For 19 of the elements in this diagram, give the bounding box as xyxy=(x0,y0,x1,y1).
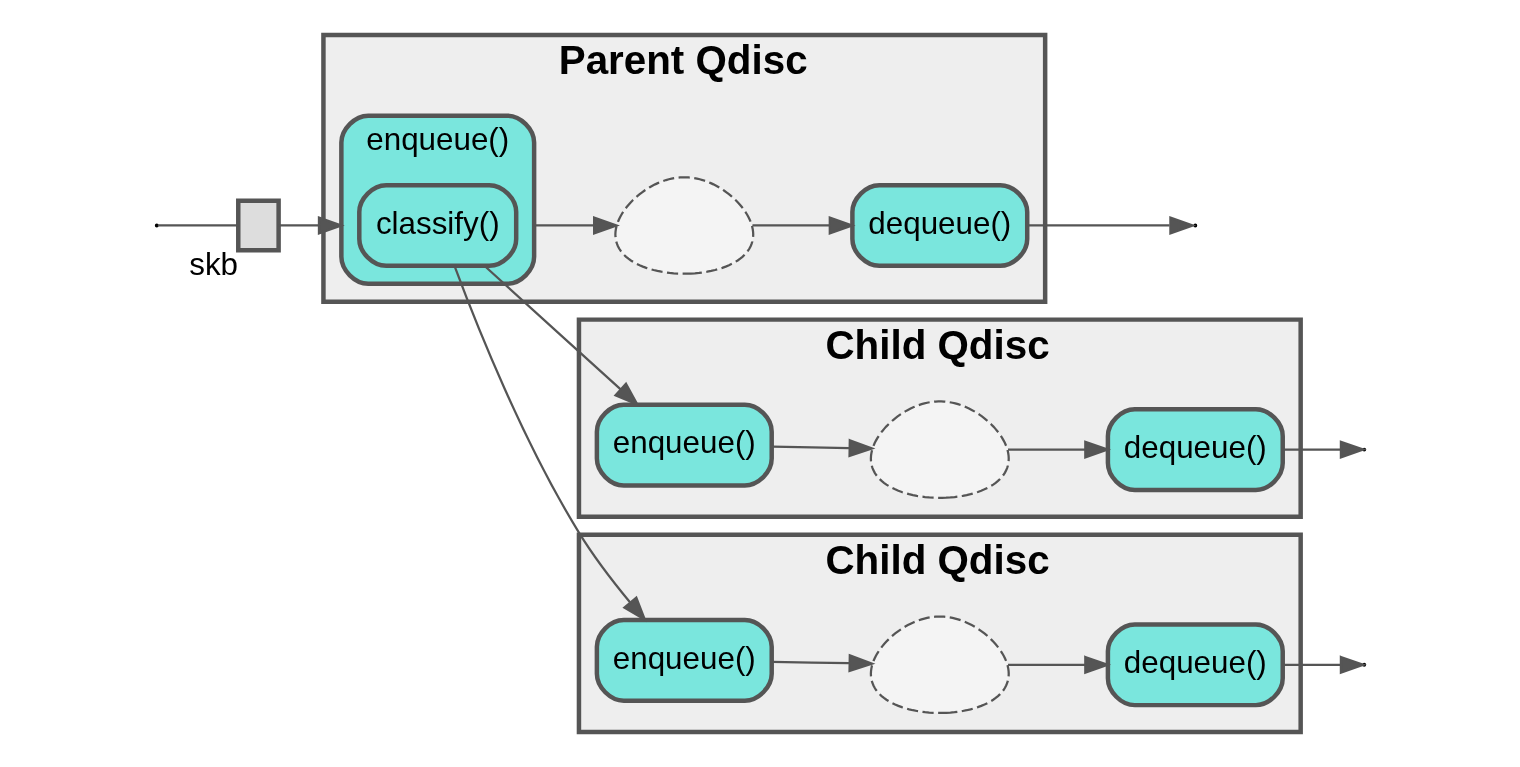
arrow xyxy=(1007,655,1111,675)
node-box xyxy=(235,198,281,253)
arrow xyxy=(771,653,875,673)
arrow xyxy=(752,216,856,235)
arrow xyxy=(771,438,875,458)
arrow xyxy=(1007,440,1111,460)
connector xyxy=(157,224,238,227)
node-box: classify() xyxy=(356,182,518,269)
node-box: dequeue() xyxy=(849,182,1029,269)
arrow xyxy=(533,216,620,235)
arrow xyxy=(278,216,345,235)
node-cloud xyxy=(613,176,754,275)
node-box: dequeue() xyxy=(1105,407,1285,493)
node-cloud xyxy=(869,615,1010,715)
node-cloud xyxy=(869,400,1010,499)
node-label: skb xyxy=(188,247,238,283)
node-box: enqueue() xyxy=(594,617,774,703)
node-box: enqueue() xyxy=(594,402,774,488)
node-box: dequeue() xyxy=(1105,622,1285,708)
